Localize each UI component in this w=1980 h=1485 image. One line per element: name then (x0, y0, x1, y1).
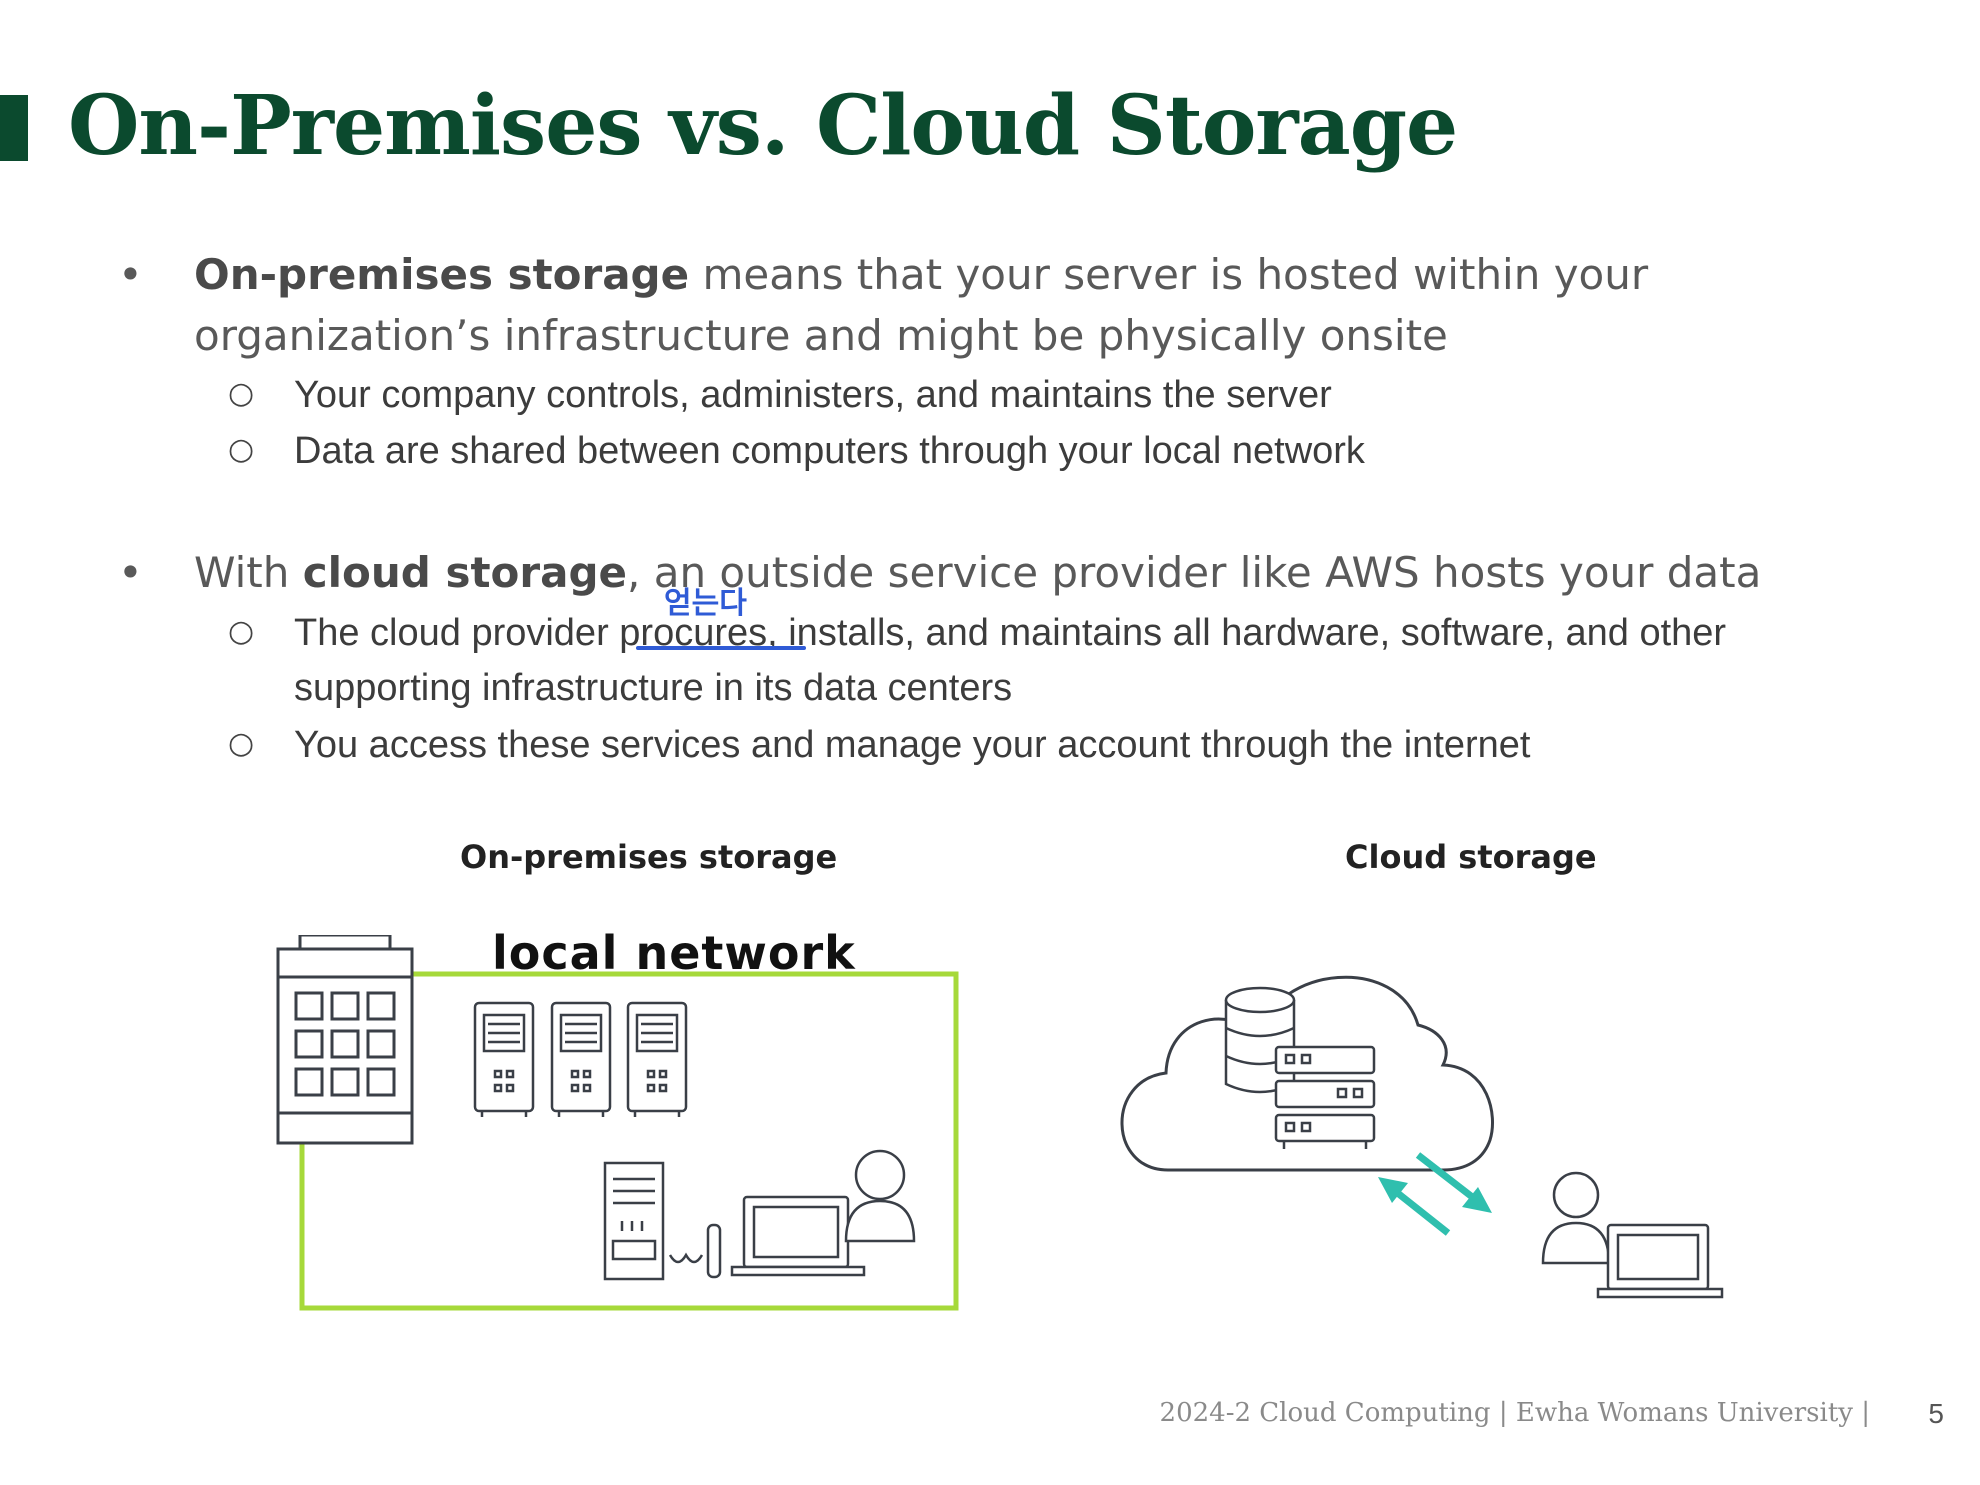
handwritten-korean-note: 얻는다 (664, 586, 747, 621)
bullet-text: means that your server is hosted within … (689, 250, 1649, 299)
database-icon (1224, 986, 1296, 1094)
on-premises-diagram-label: On-premises storage (460, 838, 838, 876)
cloud-diagram (1120, 975, 1724, 1299)
cloud-diagram-label: Cloud storage (1345, 838, 1597, 876)
desktop-computer-icon (603, 1161, 722, 1281)
sub-bullet-text: supporting infrastructure in its data ce… (294, 667, 1013, 709)
sub-bullet-marker: ○ (228, 726, 255, 761)
sub-bullet-marker: ○ (228, 432, 255, 467)
bullet-cloud-line1: With cloud storage, an outside service p… (194, 542, 1761, 603)
server-rack-icon (1274, 1045, 1376, 1149)
bullet-text: With (194, 548, 303, 597)
user-icon (1541, 1171, 1611, 1265)
bullet-marker: • (118, 548, 143, 597)
server-tower-icon (626, 1001, 688, 1117)
slide-title: On-Premises vs. Cloud Storage (68, 78, 1458, 174)
sub-bullet-text: You access these services and manage you… (294, 724, 1531, 766)
bold-term: On-premises storage (194, 250, 690, 299)
handwritten-network-note: local network (492, 926, 856, 980)
sub-bullet-marker: ○ (228, 614, 255, 649)
sub-bullet-text: The cloud provider procures, installs, a… (294, 612, 1727, 654)
laptop-icon (1596, 1223, 1724, 1299)
bold-term: cloud storage (302, 548, 627, 597)
bullet-on-premises-line2: organization’s infrastructure and might … (194, 311, 1448, 360)
bullet-text: , an outside service provider like AWS h… (627, 548, 1762, 597)
user-icon (844, 1149, 916, 1243)
on-premises-diagram (276, 935, 959, 1311)
sub-bullet-text: Data are shared between computers throug… (294, 430, 1365, 472)
office-building-icon (276, 935, 414, 1145)
data-transfer-arrows-icon (1378, 1152, 1492, 1236)
page-number: 5 (1928, 1398, 1944, 1429)
sub-bullet-marker: ○ (228, 376, 255, 411)
server-tower-icon (550, 1001, 612, 1117)
sub-bullet-text: Your company controls, administers, and … (294, 374, 1332, 416)
bullet-on-premises-line1: On-premises storage means that your serv… (194, 244, 1648, 305)
footer-text: 2024-2 Cloud Computing | Ewha Womans Uni… (1159, 1398, 1870, 1428)
title-accent-bar (0, 95, 28, 161)
server-tower-icon (473, 1001, 535, 1117)
bullet-marker: • (118, 250, 143, 299)
laptop-icon (730, 1195, 866, 1277)
handwritten-underline (636, 646, 806, 650)
